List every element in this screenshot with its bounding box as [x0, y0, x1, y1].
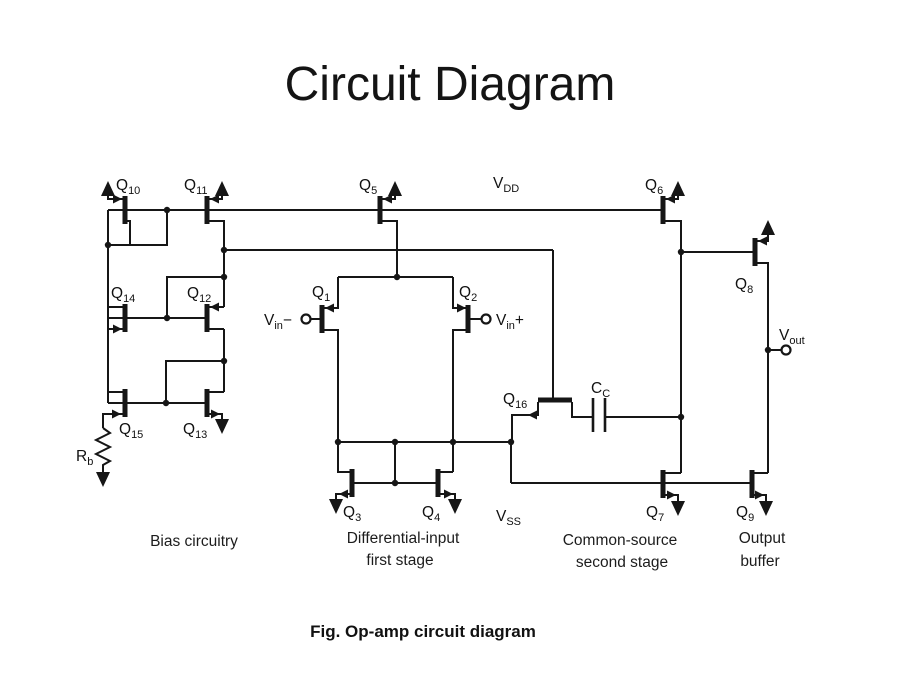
label-vdd: VDD: [493, 175, 519, 195]
transistor-bars: [122, 196, 758, 498]
label-q15: Q15: [119, 421, 143, 441]
label-q11: Q11: [184, 177, 207, 197]
label-q13: Q13: [183, 421, 207, 441]
label-vin-minus: Vin−: [264, 312, 292, 332]
io-terminals: [300, 313, 792, 356]
capacitor-cc: [591, 398, 607, 432]
page-title: Circuit Diagram: [285, 58, 616, 111]
section-label-out-line1: Output: [739, 530, 786, 547]
section-label-cs-line2: second stage: [576, 554, 668, 571]
source-arrow-icons: [112, 194, 767, 500]
capacitor-plates: [591, 398, 607, 432]
section-label-cs-line1: Common-source: [563, 532, 678, 549]
section-label-out-line2: buffer: [740, 553, 779, 570]
label-q12: Q12: [187, 285, 211, 305]
label-q3: Q3: [343, 504, 361, 524]
junction-dots: [104, 206, 772, 487]
section-label-bias: Bias circuitry: [150, 533, 238, 550]
label-q7: Q7: [646, 504, 664, 524]
label-vin-plus: Vin+: [496, 312, 524, 332]
vin-plus-terminal: [480, 313, 492, 325]
label-q4: Q4: [422, 504, 440, 524]
label-q6: Q6: [645, 177, 663, 197]
circuit-wiring: [93, 195, 781, 502]
label-q1: Q1: [312, 284, 330, 304]
label-vss: VSS: [496, 508, 521, 528]
label-vout: Vout: [779, 327, 805, 347]
vout-terminal: [780, 344, 792, 356]
label-q9: Q9: [736, 504, 754, 524]
section-label-diff-line2: first stage: [366, 552, 433, 569]
section-label-diff-line1: Differential-input: [347, 530, 460, 547]
label-cc: CC: [591, 380, 610, 400]
label-q5: Q5: [359, 177, 377, 197]
label-q16: Q16: [503, 391, 527, 411]
mosfet-channel-bars: [122, 196, 758, 498]
label-q10: Q10: [116, 177, 140, 197]
figure-caption: Fig. Op-amp circuit diagram: [310, 622, 536, 641]
vin-minus-terminal: [300, 313, 312, 325]
label-q2: Q2: [459, 284, 477, 304]
label-q8: Q8: [735, 276, 753, 296]
wires: [93, 195, 781, 502]
label-rb: Rb: [76, 448, 93, 468]
label-q14: Q14: [111, 285, 135, 305]
